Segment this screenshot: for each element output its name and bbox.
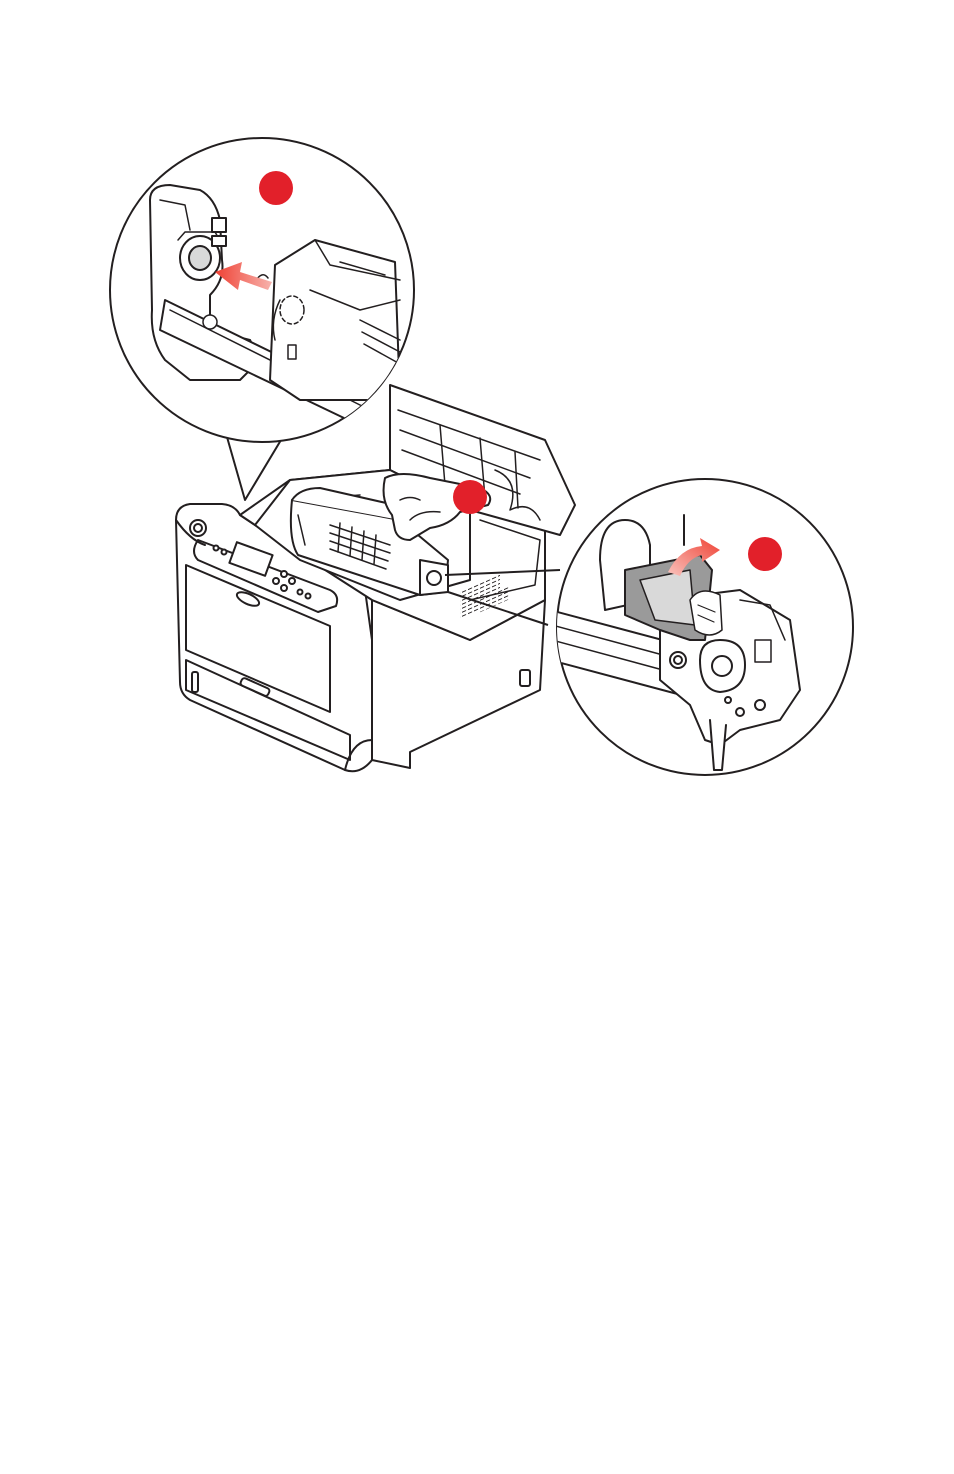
toner-in-magnifier bbox=[270, 240, 400, 400]
callout-marker-c bbox=[748, 537, 782, 571]
drawer-indicator bbox=[192, 672, 198, 692]
callout-center bbox=[453, 480, 487, 514]
magnifier-left bbox=[110, 138, 414, 500]
callout-marker-b bbox=[453, 480, 487, 514]
callout-marker-a bbox=[259, 171, 293, 205]
magnifier-right bbox=[550, 479, 853, 775]
power-button-inner bbox=[194, 524, 202, 532]
side-port bbox=[520, 670, 530, 686]
